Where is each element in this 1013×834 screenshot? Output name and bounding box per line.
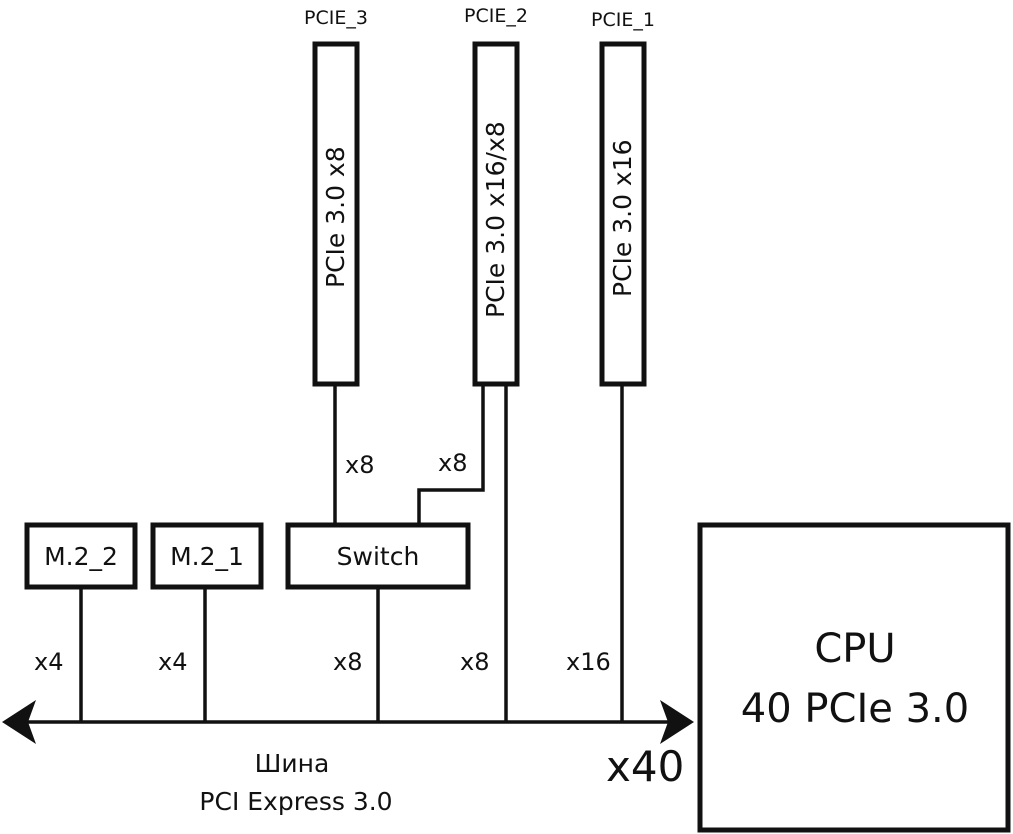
link-pcie2-switch bbox=[417, 386, 485, 524]
bus-label-line2: PCI Express 3.0 bbox=[199, 787, 392, 816]
link-label-pcie1-bus: x16 bbox=[566, 648, 611, 676]
switch-label: Switch bbox=[337, 542, 420, 571]
bus-total-lanes: x40 bbox=[606, 742, 684, 791]
link-label-pcie3-switch: x8 bbox=[345, 451, 374, 479]
slot-pcie2-label: PCIe 3.0 x16/x8 bbox=[481, 121, 510, 318]
slot-pcie2-name: PCIE_2 bbox=[464, 5, 528, 27]
slot-pcie3-name: PCIE_3 bbox=[304, 7, 368, 29]
cpu-label-line1: CPU bbox=[814, 626, 895, 672]
m2-2-label: M.2_2 bbox=[44, 542, 118, 571]
m2-1-label: M.2_1 bbox=[170, 542, 244, 571]
link-label-pcie2-bus: x8 bbox=[460, 648, 489, 676]
m2-2-box bbox=[24, 522, 138, 590]
link-label-pcie2-switch: x8 bbox=[438, 449, 467, 477]
link-label-switch-bus: x8 bbox=[333, 648, 362, 676]
switch-box bbox=[285, 522, 471, 590]
link-label-m2-1-bus: x4 bbox=[158, 648, 187, 676]
slot-pcie1-box bbox=[599, 41, 647, 387]
cpu-label-line2: 40 PCIe 3.0 bbox=[741, 686, 969, 732]
bus-label-line1: Шина bbox=[255, 749, 330, 778]
slot-pcie1-label: PCIe 3.0 x16 bbox=[608, 139, 637, 297]
m2-1-box bbox=[150, 522, 264, 590]
slot-pcie2-box bbox=[472, 41, 520, 387]
cpu-box bbox=[697, 522, 1011, 833]
link-label-m2-2-bus: x4 bbox=[34, 648, 63, 676]
slot-pcie3-box bbox=[312, 41, 360, 387]
slot-pcie1-name: PCIE_1 bbox=[591, 9, 655, 31]
bus-arrow-right-icon bbox=[660, 700, 694, 744]
slot-pcie3-label: PCIe 3.0 x8 bbox=[321, 146, 350, 288]
bus-arrow-left-icon bbox=[2, 700, 36, 744]
